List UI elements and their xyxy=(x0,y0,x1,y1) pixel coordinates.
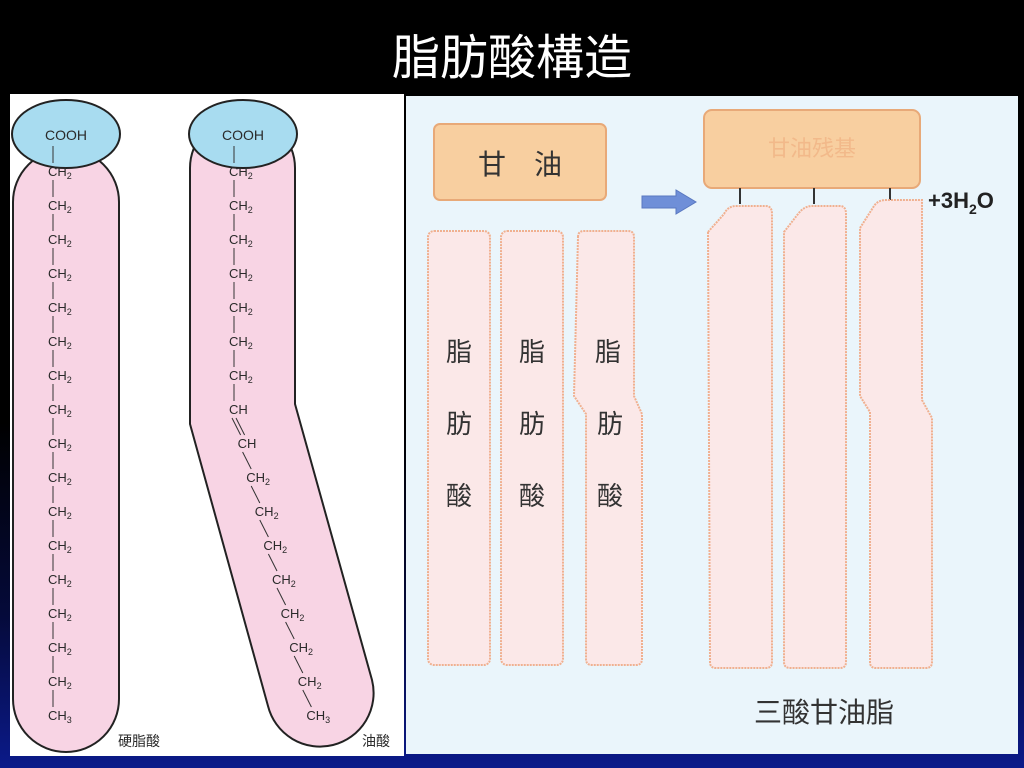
triglyceride-label: 三酸甘油脂 xyxy=(754,696,894,729)
product-fatty-acid-column-3 xyxy=(859,199,933,669)
stearic-acid-chain: CH2CH2CH2CH2CH2CH2CH2CH2CH2CH2CH2CH2CH2C… xyxy=(48,146,72,725)
chain-bond xyxy=(276,587,287,606)
carbon-unit: CH2 xyxy=(229,266,253,283)
chain-bond xyxy=(259,519,269,538)
chain-bond xyxy=(293,655,304,674)
fatty-acid-label-3: 脂 肪 酸 xyxy=(595,338,623,512)
carbon-unit: CH2 xyxy=(48,402,72,419)
carbon-unit: CH2 xyxy=(229,368,253,385)
oleic-acid-head-text: COOH xyxy=(222,127,264,143)
fatty-acid-column-2 xyxy=(500,230,564,666)
product-glycerol-box xyxy=(703,109,921,189)
oleic-acid-body xyxy=(189,114,375,748)
oleic-acid-label: 油酸 xyxy=(362,733,390,749)
carbon-unit: CH3 xyxy=(48,708,72,725)
svg-text:肪: 肪 xyxy=(597,410,623,440)
carbon-unit: CH2 xyxy=(298,674,322,691)
product-fatty-acid-column-1 xyxy=(706,205,773,669)
slide-title: 脂肪酸構造 xyxy=(391,30,632,86)
svg-text:酸: 酸 xyxy=(446,482,472,512)
carbon-unit: CH xyxy=(229,402,248,417)
svg-text:酸: 酸 xyxy=(519,482,545,512)
carbon-unit: CH2 xyxy=(48,538,72,555)
carbon-unit: CH2 xyxy=(229,198,253,215)
chain-bond xyxy=(267,553,278,572)
fatty-acid-label-1: 脂 肪 酸 xyxy=(446,338,472,512)
svg-text:酸: 酸 xyxy=(597,482,623,512)
carbon-unit: CH2 xyxy=(48,470,72,487)
carbon-unit: CH2 xyxy=(48,300,72,317)
chain-bond xyxy=(235,417,246,436)
carbon-unit: CH3 xyxy=(306,708,330,725)
svg-text:肪: 肪 xyxy=(446,410,472,440)
carbon-unit: CH2 xyxy=(229,164,253,181)
fatty-acid-column-3 xyxy=(572,230,643,666)
chain-bond xyxy=(242,451,252,470)
carbon-unit: CH2 xyxy=(48,232,72,249)
carbon-unit: CH2 xyxy=(229,334,253,351)
reaction-arrow-icon xyxy=(641,189,697,215)
stearic-acid-head-text: COOH xyxy=(45,127,87,143)
carbon-unit: CH2 xyxy=(48,198,72,215)
carbon-unit: CH2 xyxy=(229,232,253,249)
carbon-unit: CH2 xyxy=(48,436,72,453)
triglyceride-formation-panel: 甘 油 脂 肪 酸 脂 肪 酸 脂 肪 酸 甘油残基 xyxy=(406,96,1018,754)
carbon-unit: CH2 xyxy=(272,572,296,589)
carbon-unit: CH2 xyxy=(48,164,72,181)
carbon-unit: CH2 xyxy=(48,606,72,623)
product-fatty-acid-column-2 xyxy=(783,205,847,669)
svg-text:脂: 脂 xyxy=(519,338,545,368)
stearic-acid-label: 硬脂酸 xyxy=(118,733,160,749)
chain-bond xyxy=(231,417,242,436)
carbon-unit: CH2 xyxy=(48,504,72,521)
glycerol-label: 甘 油 xyxy=(478,148,562,181)
chain-bond xyxy=(250,485,261,504)
svg-text:肪: 肪 xyxy=(519,410,545,440)
svg-text:脂: 脂 xyxy=(595,338,621,368)
fatty-acid-column-1 xyxy=(427,230,491,666)
carbon-unit: CH2 xyxy=(48,674,72,691)
carbon-unit: CH2 xyxy=(255,504,279,521)
stearic-acid-cooh-head xyxy=(11,99,121,169)
chain-bond xyxy=(285,621,295,640)
carbon-unit: CH xyxy=(238,436,257,451)
carbon-unit: CH2 xyxy=(48,640,72,657)
carbon-unit: CH2 xyxy=(48,334,72,351)
carbon-unit: CH2 xyxy=(48,368,72,385)
glycerol-box xyxy=(433,123,607,201)
svg-text:脂: 脂 xyxy=(446,338,472,368)
oleic-acid-cooh-head xyxy=(188,99,298,169)
carbon-unit: CH2 xyxy=(48,572,72,589)
carbon-unit: CH2 xyxy=(229,300,253,317)
carbon-unit: CH2 xyxy=(48,266,72,283)
oleic-acid-chain: CH2CH2CH2CH2CH2CH2CH2CHCHCH2CH2CH2CH2CH2… xyxy=(229,146,330,725)
chain-bond xyxy=(302,689,312,708)
carbon-unit: CH2 xyxy=(246,470,270,487)
fatty-acid-label-2: 脂 肪 酸 xyxy=(519,338,545,512)
product-glycerol-faded-text: 甘油残基 xyxy=(768,137,856,162)
carbon-unit: CH2 xyxy=(281,606,305,623)
carbon-unit: CH2 xyxy=(263,538,287,555)
water-byproduct: +3H2O xyxy=(928,188,994,217)
carbon-unit: CH2 xyxy=(289,640,313,657)
